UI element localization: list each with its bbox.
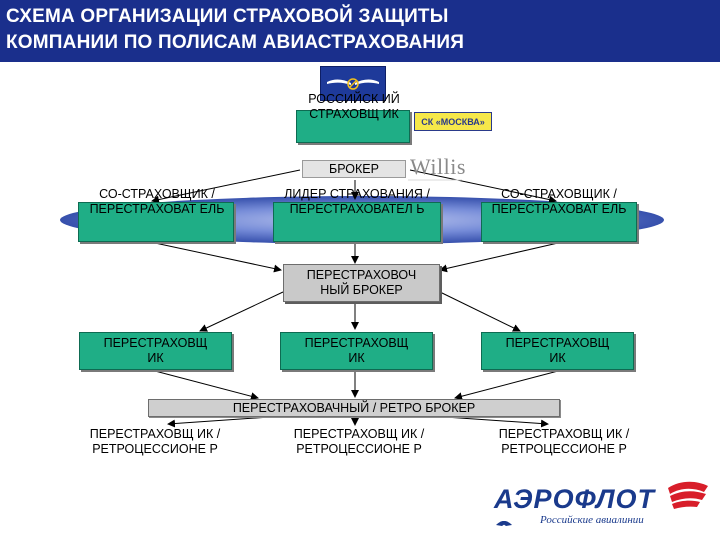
co-insurer-left-box <box>78 202 234 242</box>
arrow-rbroker-to-re-right <box>439 291 521 332</box>
retro-broker-box: ПЕРЕСТРАХОВАЧНЫЙ / РЕТРО БРОКЕР <box>148 399 560 417</box>
broker-label: БРОКЕР <box>329 161 379 176</box>
reinsurance-broker-label: ПЕРЕСТРАХОВОЧ НЫЙ БРОКЕР <box>306 268 417 297</box>
arrow-broker-to-co-left <box>151 169 301 204</box>
insurer-badge: СК «МОСКВА» <box>414 112 492 131</box>
arrow-broker-to-co-right <box>409 169 557 204</box>
co-insurer-right-label: СО-СТРАХОВЩИК / ПЕРЕСТРАХОВАТ ЕЛЬ <box>491 187 627 216</box>
aeroflot-name: АЭРОФЛОТ <box>494 484 656 514</box>
co-insurer-right-box <box>481 202 637 242</box>
reinsurer-center-box: ПЕРЕСТРАХОВЩ ИК <box>280 332 433 370</box>
arrow-re-left-to-retro <box>154 370 259 401</box>
arrow-retro-to-left <box>167 416 271 428</box>
aeroflot-flag-icon <box>496 481 708 526</box>
arrow-re-right-to-retro <box>454 370 559 401</box>
airline-emblem-box <box>320 66 386 101</box>
willis-logo: Willis <box>410 154 466 179</box>
winged-hammer-sickle-icon <box>327 77 379 90</box>
arrow-retro-to-right <box>444 416 549 428</box>
co-insurer-left-label: СО-СТРАХОВЩИК / ПЕРЕСТРАХОВАТ ЕЛЬ <box>89 187 225 216</box>
reinsurer-left-label: ПЕРЕСТРАХОВЩ ИК <box>103 336 208 365</box>
russian-insurer-box <box>296 110 410 143</box>
retro-broker-label: ПЕРЕСТРАХОВАЧНЫЙ / РЕТРО БРОКЕР <box>232 400 476 415</box>
arrow-rbroker-to-re-left <box>199 291 284 332</box>
retro-left-label: ПЕРЕСТРАХОВЩ ИК / РЕТРОЦЕССИОНЕ Р <box>89 427 221 456</box>
broker-box: БРОКЕР <box>302 160 406 178</box>
aeroflot-tagline: Российские авиалинии <box>540 514 644 526</box>
reinsurer-left-box: ПЕРЕСТРАХОВЩ ИК <box>79 332 232 370</box>
retro-right-label: ПЕРЕСТРАХОВЩ ИК / РЕТРОЦЕССИОНЕ Р <box>498 427 630 456</box>
lead-insurer-label: ЛИДЕР СТРАХОВАНИЯ / ПЕРЕСТРАХОВАТЕЛ Ь <box>284 187 430 216</box>
russian-insurer-label: РОССИЙСК ИЙ СТРАХОВЩ ИК <box>308 92 400 121</box>
retro-center-label: ПЕРЕСТРАХОВЩ ИК / РЕТРОЦЕССИОНЕ Р <box>293 427 425 456</box>
reinsurer-right-box: ПЕРЕСТРАХОВЩ ИК <box>481 332 634 370</box>
title-bar: СХЕМА ОРГАНИЗАЦИИ СТРАХОВОЙ ЗАЩИТЫ КОМПА… <box>0 0 720 62</box>
aeroflot-logo: АЭРОФЛОТ Российские авиалинии <box>492 478 714 534</box>
reinsurer-center-label: ПЕРЕСТРАХОВЩ ИК <box>304 336 409 365</box>
title-line-2: КОМПАНИИ ПО ПОЛИСАМ АВИАСТРАХОВАНИЯ <box>6 32 465 53</box>
title-line-1: СХЕМА ОРГАНИЗАЦИИ СТРАХОВОЙ ЗАЩИТЫ <box>6 6 449 27</box>
insurer-badge-text: СК «МОСКВА» <box>421 116 485 127</box>
arrow-co-right-to-rbroker <box>439 242 559 273</box>
reinsurance-broker-box: ПЕРЕСТРАХОВОЧ НЫЙ БРОКЕР <box>283 264 440 302</box>
reinsurer-right-label: ПЕРЕСТРАХОВЩ ИК <box>505 336 610 365</box>
arrow-co-left-to-rbroker <box>154 242 282 273</box>
lead-insurer-box <box>273 202 441 242</box>
